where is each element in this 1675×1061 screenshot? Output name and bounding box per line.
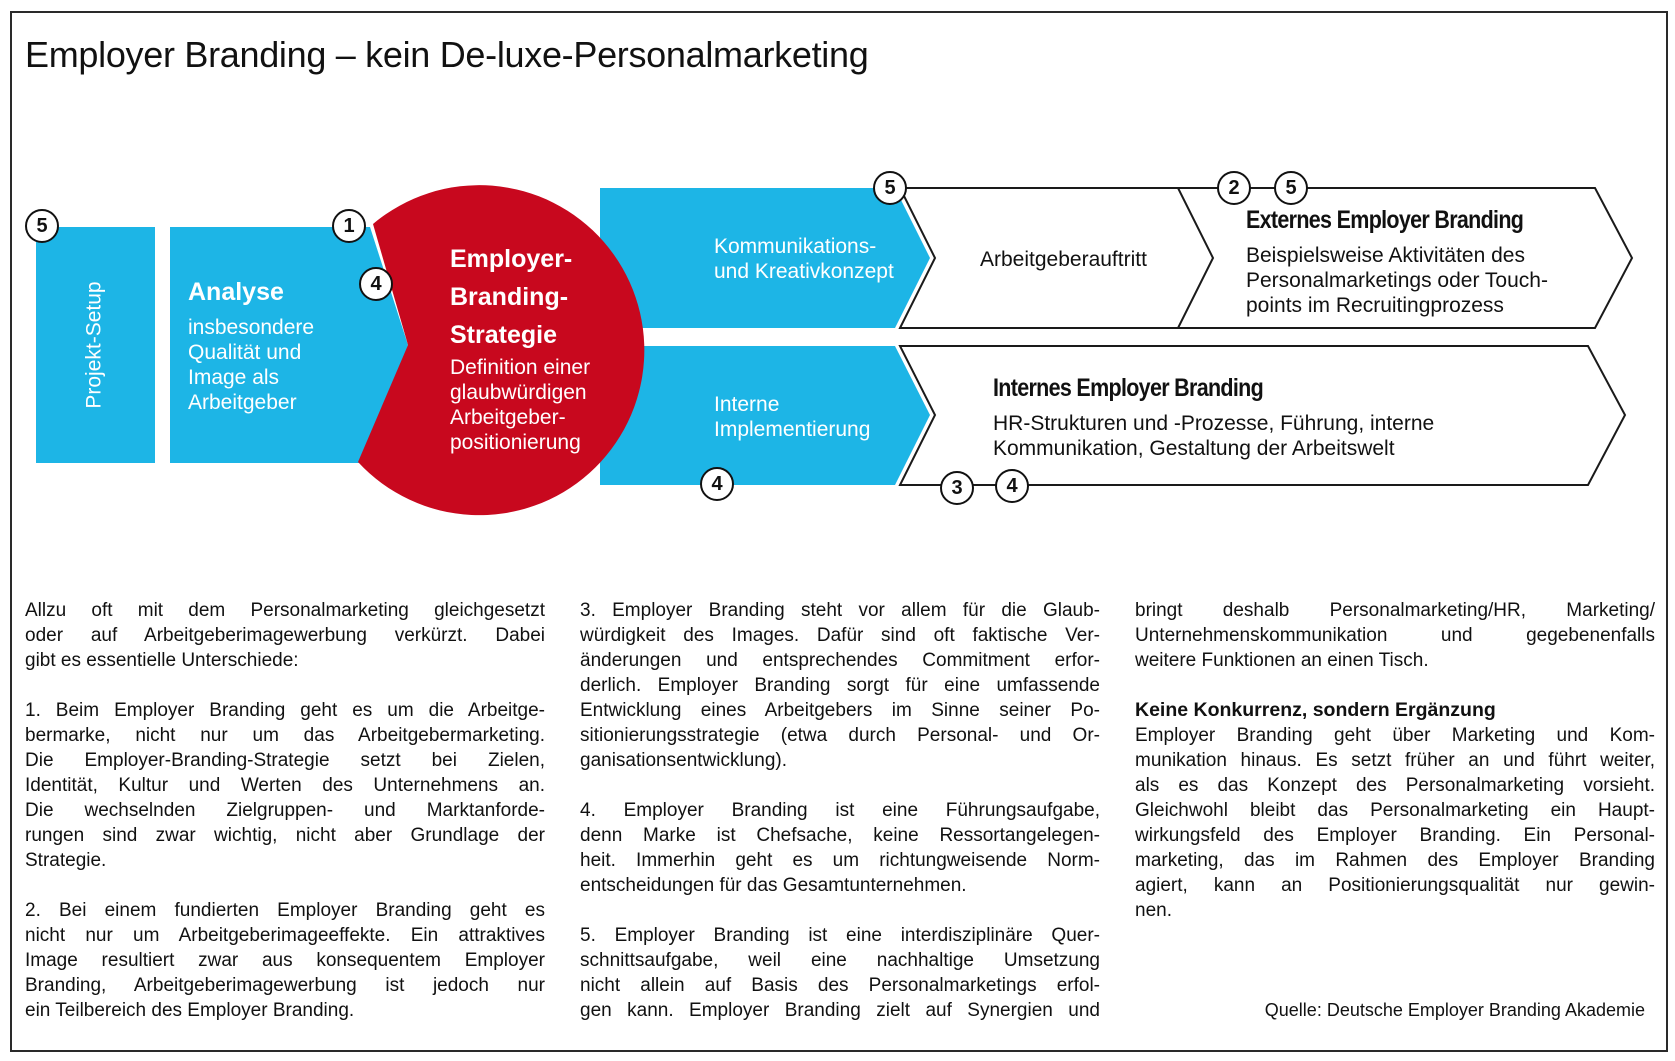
point-4-paragraph: 4. Employer Branding ist eine Führungsau…	[580, 800, 1100, 896]
badge-analyse-4: 4	[359, 267, 393, 301]
text-column-3: bringt deshalb Personalmarketing/HR, Mar…	[1135, 598, 1655, 948]
strategy-text: Definition einer glaubwürdigen Arbeitgeb…	[450, 356, 591, 454]
internal-text: HR-Strukturen und -Prozesse, Führung, in…	[993, 412, 1435, 460]
badge-communication: 5	[873, 171, 907, 205]
text-column-1: Allzu oft mit dem Personalmarketing glei…	[25, 598, 545, 1048]
external-heading: Externes Employer Branding	[1246, 206, 1524, 234]
employer-appearance-label: Arbeitgeberauftritt	[980, 248, 1147, 271]
section-paragraph: Employer Branding geht über Marketing un…	[1135, 725, 1655, 921]
strategy-circle	[358, 185, 645, 516]
analyse-text: insbesondere Qualität und Image als Arbe…	[188, 316, 315, 414]
page-title: Employer Branding – kein De-luxe-Persona…	[25, 34, 869, 75]
project-setup-block	[36, 227, 155, 463]
badge-internal-4: 4	[995, 469, 1029, 503]
source-credit: Quelle: Deutsche Employer Branding Akade…	[1264, 1000, 1645, 1020]
internal-implementation-block	[600, 346, 930, 485]
badge-project-setup: 5	[25, 209, 59, 243]
point-3-paragraph: 3. Employer Branding steht vor allem für…	[580, 600, 1100, 771]
internal-branding-arrow	[898, 345, 1627, 486]
point-5-paragraph: 5. Employer Branding ist eine interdiszi…	[580, 925, 1100, 1021]
section-heading: Keine Konkurrenz, sondern Ergänzung	[1135, 699, 1496, 721]
communication-block	[600, 188, 930, 328]
badge-internal-3: 3	[940, 471, 974, 505]
badge-internal-implementation: 4	[700, 467, 734, 501]
project-setup-label: Projekt-Setup	[83, 281, 107, 409]
point-2-paragraph: 2. Bei einem fundierten Employer Brandin…	[25, 900, 545, 1021]
analyse-block	[170, 227, 408, 463]
badge-analyse-1: 1	[332, 209, 366, 243]
figure-frame	[10, 11, 1668, 1052]
badge-external-5: 5	[1274, 171, 1308, 205]
external-branding-arrow	[1176, 187, 1634, 329]
project-setup-label-box: Projekt-Setup	[40, 230, 150, 460]
point-5-continuation: bringt deshalb Personalmarketing/HR, Mar…	[1135, 600, 1655, 671]
intro-paragraph: Allzu oft mit dem Personalmarketing glei…	[25, 600, 545, 671]
text-column-2: 3. Employer Branding steht vor allem für…	[580, 598, 1100, 1048]
internal-heading: Internes Employer Branding	[993, 374, 1264, 402]
point-1-paragraph: 1. Beim Employer Branding geht es um die…	[25, 700, 545, 871]
analyse-heading: Analyse	[188, 278, 284, 306]
internal-implementation-text: Interne Implementierung	[714, 393, 871, 441]
strategy-heading: Employer- Branding- Strategie	[450, 245, 573, 349]
badge-external-2: 2	[1217, 171, 1251, 205]
communication-text: Kommunikations- und Kreativkonzept	[714, 235, 894, 283]
external-text: Beispielsweise Aktivitäten des Personalm…	[1246, 244, 1548, 317]
